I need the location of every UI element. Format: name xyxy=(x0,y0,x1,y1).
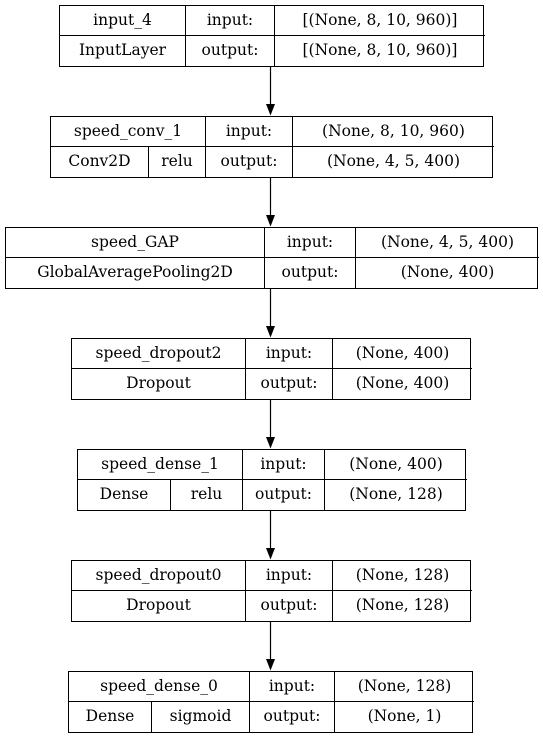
layer-activation: relu xyxy=(161,152,193,171)
arrowhead-icon xyxy=(266,659,275,671)
layer-type: Dropout xyxy=(72,369,246,399)
input-shape: (None, 4, 5, 400) xyxy=(356,228,539,258)
output-shape: (None, 128) xyxy=(349,485,443,504)
layer-name: speed_conv_1 xyxy=(51,117,206,147)
arrowhead-icon xyxy=(266,104,275,116)
layer-activation: relu xyxy=(190,485,223,504)
input-shape: (None, 128) xyxy=(335,672,474,702)
layer-name: speed_dense_1 xyxy=(78,450,243,480)
output-port-label: output: xyxy=(186,36,275,66)
layer-type: Dense xyxy=(69,702,152,732)
output-shape: (None, 1) xyxy=(367,707,442,726)
output-port-label: output: xyxy=(246,369,333,399)
arrowhead-icon xyxy=(266,215,275,227)
arrowhead-icon xyxy=(266,548,275,560)
input-port-label: input: xyxy=(265,228,356,258)
layer-name: speed_dense_0 xyxy=(69,672,250,702)
layer-activation: sigmoid xyxy=(169,707,232,726)
input-shape: (None, 128) xyxy=(333,561,472,591)
output-port-label: output: xyxy=(250,702,335,732)
arrowhead-icon xyxy=(266,437,275,449)
input-port-label: input: xyxy=(206,117,293,147)
layer-type-row: Conv2D relu xyxy=(51,147,206,177)
input-shape: (None, 400) xyxy=(333,339,472,369)
output-shape: (None, 400) xyxy=(400,263,495,282)
layer-type-row: Dense relu xyxy=(78,480,243,510)
layer-name: speed_dropout2 xyxy=(72,339,246,369)
layer-type: Conv2D xyxy=(51,147,149,177)
output-port-label: output: xyxy=(206,147,293,177)
layer-type: GlobalAveragePooling2D xyxy=(6,258,265,288)
output-shape: (None, 128) xyxy=(355,596,450,615)
input-shape: [(None, 8, 10, 960)] xyxy=(275,6,485,36)
output-port-label: output: xyxy=(246,591,333,621)
input-shape: (None, 8, 10, 960) xyxy=(293,117,494,147)
input-port-label: input: xyxy=(250,672,335,702)
output-port-label: output: xyxy=(265,258,356,288)
layer-name: speed_GAP xyxy=(6,228,265,258)
output-shape: (None, 400) xyxy=(355,374,450,393)
output-shape: [(None, 8, 10, 960)] xyxy=(302,41,458,60)
output-port-label: output: xyxy=(243,480,325,510)
input-port-label: input: xyxy=(246,561,333,591)
input-port-label: input: xyxy=(243,450,325,480)
layer-name: input_4 xyxy=(60,6,186,36)
layer-type: Dense xyxy=(78,480,171,510)
output-shape: (None, 4, 5, 400) xyxy=(326,152,460,171)
input-shape: (None, 400) xyxy=(325,450,467,480)
layer-type: Dropout xyxy=(72,591,246,621)
input-port-label: input: xyxy=(186,6,275,36)
input-port-label: input: xyxy=(246,339,333,369)
layer-type: InputLayer xyxy=(60,36,186,66)
layer-type-row: Dense sigmoid xyxy=(69,702,250,732)
arrowhead-icon xyxy=(266,326,275,338)
layer-name: speed_dropout0 xyxy=(72,561,246,591)
